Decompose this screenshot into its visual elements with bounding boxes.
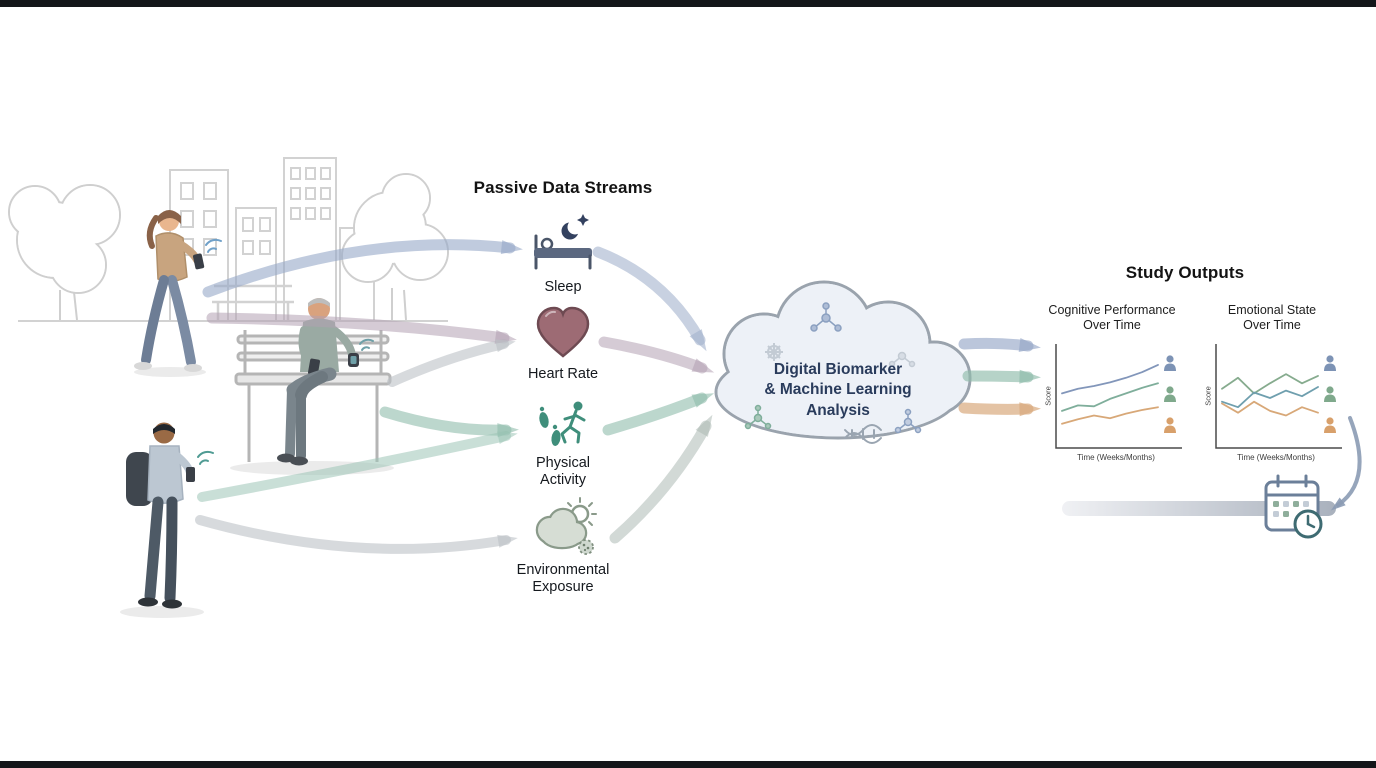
arrowhead — [695, 414, 713, 437]
participant-person-icon — [1324, 425, 1336, 433]
wifi-signal-icon — [205, 238, 222, 253]
chart-series-line — [1061, 363, 1159, 395]
arrowhead — [691, 358, 715, 373]
person-woman-walking — [134, 210, 222, 372]
network-nodes-icon — [810, 302, 842, 332]
loop-arrow-charts-to-calendar — [1336, 416, 1362, 507]
backpack — [126, 452, 153, 506]
participant-person-icon — [1326, 386, 1334, 394]
calendar-clock-icon — [1264, 474, 1323, 539]
arrowhead — [1019, 402, 1041, 417]
study-outputs-title: Study Outputs — [1125, 263, 1245, 282]
cognitive-chart-xlabel: Time (Weeks/Months) — [1077, 453, 1155, 462]
arrowhead — [497, 534, 518, 548]
participant-person-icon — [1326, 417, 1334, 425]
molecule-cluster-icon — [744, 404, 772, 430]
heart-icon — [536, 306, 590, 358]
wifi-signal-icon — [197, 450, 214, 465]
participant-person-icon — [1166, 417, 1174, 425]
chart-series-line — [1061, 382, 1159, 412]
backpack-man-phone — [186, 467, 195, 482]
flow-arrow-backpack-man-to-environment — [195, 515, 511, 554]
flow-arrow-bench-man-to-activity — [379, 406, 512, 436]
flow-arrow-woman-to-heart-rate — [206, 312, 510, 344]
chart-series-line — [1221, 373, 1319, 395]
flow-arrow-woman-to-sleep — [202, 239, 516, 298]
chart-series-line — [1221, 400, 1319, 417]
emotional-chart-lines — [1221, 355, 1336, 433]
flow-arrow-environment-to-cloud — [609, 420, 712, 544]
emotional-chart-xlabel: Time (Weeks/Months) — [1237, 453, 1315, 462]
analysis-cloud — [714, 280, 972, 444]
watch-signal-icon — [359, 338, 374, 351]
arrowhead — [1019, 369, 1041, 384]
stream-label-heart-rate: Heart Rate — [527, 366, 599, 382]
cognitive-chart-lines — [1061, 355, 1176, 433]
participant-person-icon — [1164, 394, 1176, 402]
gear-icon — [765, 343, 783, 361]
participant-person-icon — [1324, 363, 1336, 371]
participant-person-icon — [1166, 355, 1174, 363]
cognitive-chart-axes — [1055, 344, 1182, 449]
participant-person-icon — [1166, 386, 1174, 394]
woman-phone — [193, 253, 205, 270]
flow-arrow-cloud-to-output-2 — [962, 370, 1034, 383]
flow-arrow-activity-to-cloud — [602, 392, 708, 436]
cognitive-chart-ylabel: Score — [1043, 386, 1053, 406]
person-man-bench — [277, 298, 374, 466]
arrowhead — [1018, 337, 1041, 352]
flow-arrow-sleep-to-cloud — [592, 246, 706, 346]
hex-network-icon — [894, 408, 922, 434]
woman-ponytail — [146, 215, 159, 249]
cloud-sun-pollen-icon — [535, 497, 597, 555]
cloud-analysis-label: Digital Biomarker & Machine Learning Ana… — [764, 361, 912, 419]
emotional-chart-axes — [1215, 344, 1342, 449]
cognitive-chart-title: Cognitive Performance Over Time — [1048, 303, 1176, 333]
dna-icon — [844, 424, 882, 444]
emotional-chart-title: Emotional State Over Time — [1227, 303, 1317, 333]
flow-arrow-cloud-to-output-1 — [958, 337, 1034, 352]
stream-label-sleep: Sleep — [544, 279, 582, 295]
arrowhead — [494, 339, 516, 353]
arrowhead — [500, 240, 523, 255]
running-footprints-icon — [539, 401, 586, 446]
bottom-border-bar — [0, 761, 1376, 768]
tree-sketch-left — [8, 184, 121, 321]
stream-label-physical-activity: Physical Activity — [536, 455, 590, 489]
flow-arrow-bench-man-to-heart-rate — [387, 339, 509, 387]
chart-series-line — [1061, 406, 1159, 425]
top-border-bar — [0, 0, 1376, 7]
flow-arrow-heart-to-cloud — [598, 336, 708, 374]
woman-jacket — [155, 232, 188, 283]
arrowhead — [691, 393, 715, 408]
chart-series-line — [1221, 386, 1319, 409]
stream-label-environmental-exposure: Environmental Exposure — [516, 562, 610, 596]
participant-person-icon — [1164, 363, 1176, 371]
emotional-chart-ylabel: Score — [1203, 386, 1213, 406]
participant-person-icon — [1326, 355, 1334, 363]
network-nodes-icon — [888, 351, 916, 368]
person-man-backpack — [126, 422, 214, 609]
arrowhead — [1330, 497, 1346, 511]
arrowhead — [689, 329, 707, 352]
arrowhead — [496, 431, 518, 445]
participant-person-icon — [1164, 425, 1176, 433]
flow-arrow-backpack-man-to-activity — [197, 431, 511, 502]
participant-person-icon — [1324, 394, 1336, 402]
sleep-bed-moon-icon — [534, 214, 592, 270]
flow-arrow-cloud-to-output-3 — [958, 402, 1034, 415]
passive-data-streams-title: Passive Data Streams — [473, 178, 653, 197]
